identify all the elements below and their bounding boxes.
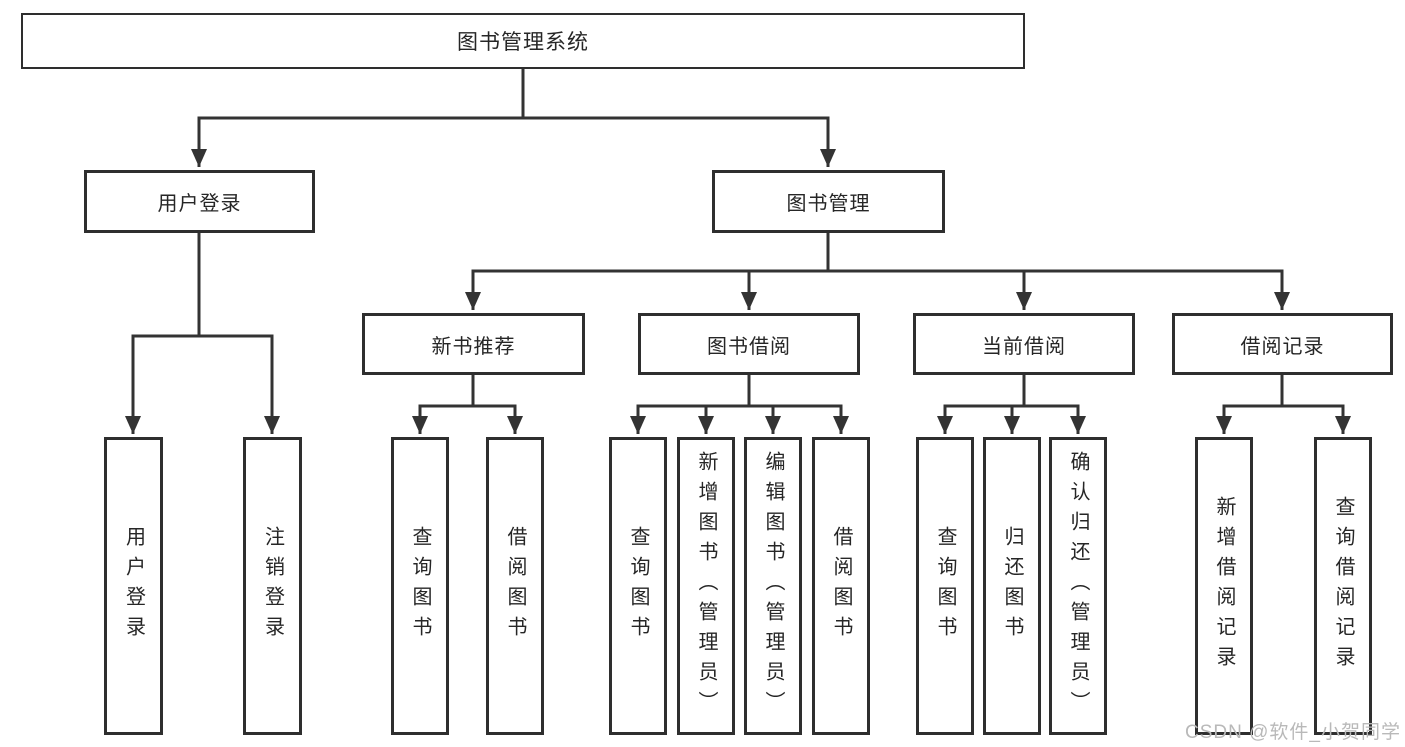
leaf-confirm-return-admin: 确认归还（管理员）	[1049, 437, 1107, 735]
leaf-user-login-label: 用户登录	[122, 526, 145, 646]
node-current-borrowing: 当前借阅	[913, 313, 1135, 375]
leaf-query-books-recommend: 查询图书	[391, 437, 449, 735]
leaf-add-book-admin-label: 新增图书（管理员）	[695, 451, 717, 721]
leaf-borrow-books: 借阅图书	[812, 437, 870, 735]
leaf-borrow-books-recommend-label: 借阅图书	[504, 526, 526, 646]
leaf-add-borrow-record-label: 新增借阅记录	[1213, 496, 1235, 676]
leaf-query-books-borrowing: 查询图书	[609, 437, 667, 735]
leaf-borrow-books-recommend: 借阅图书	[486, 437, 544, 735]
watermark: CSDN @软件_小贺同学	[1185, 722, 1401, 743]
node-root: 图书管理系统	[21, 13, 1025, 69]
leaf-edit-book-admin: 编辑图书（管理员）	[744, 437, 802, 735]
node-borrowing-records: 借阅记录	[1172, 313, 1393, 375]
leaf-query-borrow-record-label: 查询借阅记录	[1332, 496, 1354, 676]
leaf-query-books-current: 查询图书	[916, 437, 974, 735]
leaf-add-book-admin: 新增图书（管理员）	[677, 437, 735, 735]
leaf-return-books-label: 归还图书	[1001, 526, 1023, 646]
node-new-book-recommendation: 新书推荐	[362, 313, 585, 375]
leaf-query-books-current-label: 查询图书	[934, 526, 956, 646]
leaf-logout-label: 注销登录	[261, 526, 284, 646]
leaf-query-borrow-record: 查询借阅记录	[1314, 437, 1372, 735]
leaf-borrow-books-label: 借阅图书	[830, 526, 852, 646]
node-book-management: 图书管理	[712, 170, 945, 233]
node-user-login-module: 用户登录	[84, 170, 315, 233]
leaf-return-books: 归还图书	[983, 437, 1041, 735]
leaf-confirm-return-admin-label: 确认归还（管理员）	[1067, 451, 1089, 721]
node-book-borrowing: 图书借阅	[638, 313, 860, 375]
leaf-query-books-borrowing-label: 查询图书	[627, 526, 649, 646]
leaf-user-login: 用户登录	[104, 437, 163, 735]
leaf-logout: 注销登录	[243, 437, 302, 735]
leaf-add-borrow-record: 新增借阅记录	[1195, 437, 1253, 735]
leaf-query-books-recommend-label: 查询图书	[409, 526, 431, 646]
leaf-edit-book-admin-label: 编辑图书（管理员）	[762, 451, 784, 721]
